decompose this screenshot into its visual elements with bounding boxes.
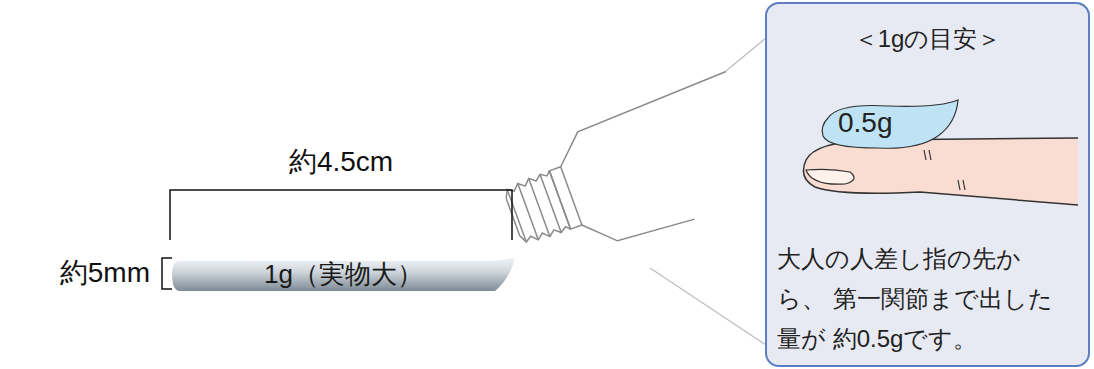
- tube: [491, 71, 770, 277]
- callout-box: ＜1gの目安＞ 大人の人差し指の先から、 第一関節まで出した量が 約0.5gです。…: [765, 2, 1090, 367]
- finger: [803, 138, 1078, 205]
- ointment-blob: 0.5g: [818, 98, 963, 153]
- node-heading: ＜1gの目安＞: [777, 24, 1078, 54]
- dimension-label: 約5mm: [60, 254, 150, 292]
- zoom-lines: [650, 38, 766, 345]
- callout-fill: [765, 2, 1090, 367]
- label-text: 約4.5cm: [289, 146, 393, 177]
- ointment-blob-outline: [822, 100, 958, 148]
- node-heading: 1g（実物大）: [264, 259, 423, 289]
- ointment-body: [172, 257, 515, 291]
- dimension-label: 約4.5cm: [289, 143, 393, 181]
- label-text: 約5mm: [60, 257, 150, 288]
- node-body: 大人の人差し指の先から、 第一関節まで出した量が 約0.5gです。: [777, 239, 1068, 359]
- node-heading: 0.5g: [838, 107, 893, 139]
- ointment-strip: 1g（実物大）: [172, 257, 515, 291]
